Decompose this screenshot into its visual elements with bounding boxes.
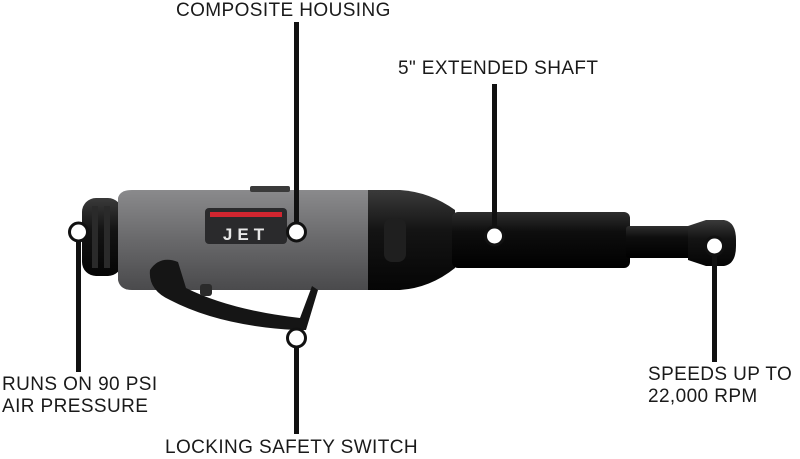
logo-accent-stripe: [210, 212, 282, 217]
nose-section: [368, 190, 455, 290]
speed-label: SPEEDS UP TO 22,000 RPM: [648, 364, 792, 408]
jet-logo: JET: [223, 225, 269, 244]
rear-exhaust-cap: [82, 198, 122, 276]
air-pressure-label-line1: RUNS ON 90 PSI: [2, 374, 158, 395]
extended-shaft-label: 5" EXTENDED SHAFT: [398, 58, 599, 79]
composite-housing-label: COMPOSITE HOUSING: [176, 0, 391, 21]
safety-switch-label: LOCKING SAFETY SWITCH: [165, 437, 418, 458]
speed-label-line1: SPEEDS UP TO: [648, 364, 793, 385]
callout-lines: [68, 22, 725, 434]
air-pressure-label: RUNS ON 90 PSI AIR PRESSURE: [2, 374, 158, 418]
composite-housing: JET: [118, 186, 370, 290]
speed-label-line2: 22,000 RPM: [648, 386, 758, 407]
throttle-lever: [149, 259, 318, 330]
air-pressure-label-line2: AIR PRESSURE: [2, 396, 149, 417]
